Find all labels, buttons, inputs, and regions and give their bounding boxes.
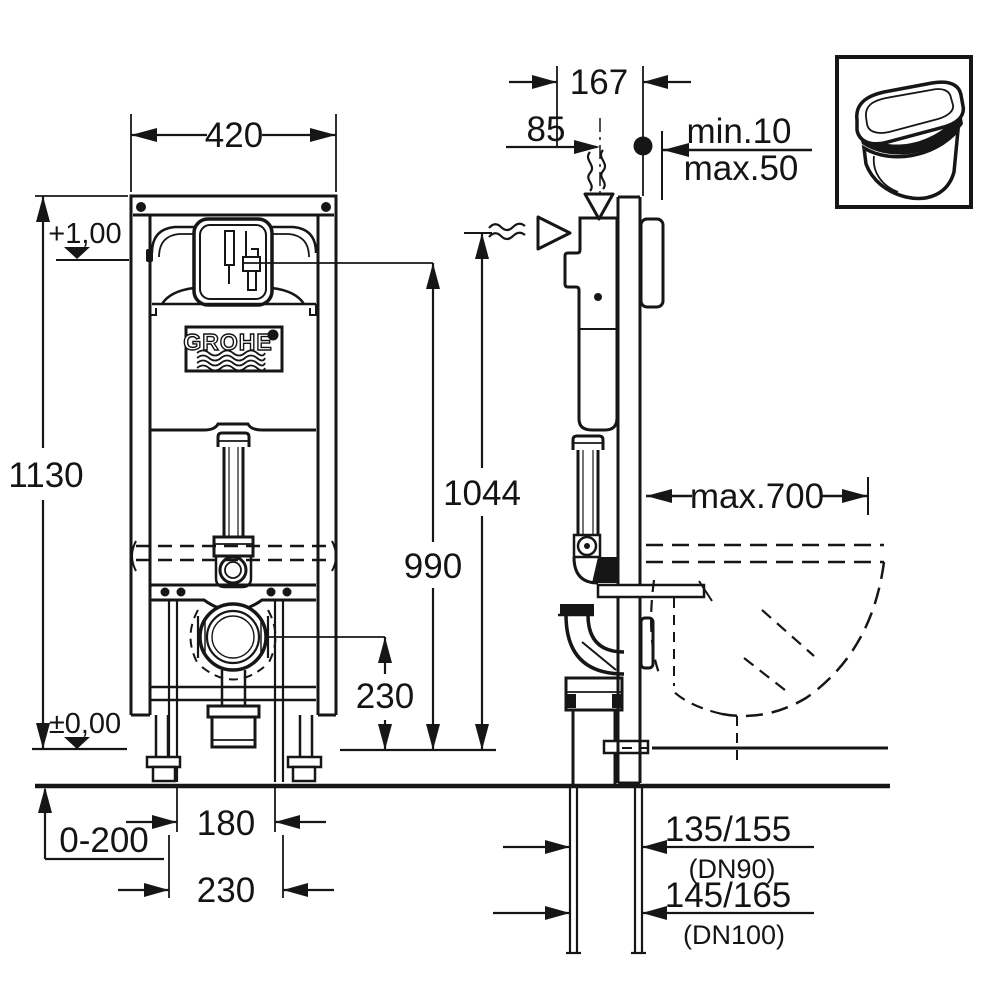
outlet-spacing-label: 230: [197, 871, 255, 910]
dim-support-depth: max.700: [646, 477, 869, 516]
side-view-rail: [596, 195, 713, 785]
front-view-feet: [145, 715, 323, 783]
steam-icon: [586, 151, 594, 192]
floor-buildup-label: 0-200: [59, 821, 149, 860]
wall-finish-min-label: min.10: [686, 112, 791, 151]
stud-bolt-icon: [176, 587, 186, 597]
front-view-flush-pipe: [131, 431, 337, 589]
inlet-height-label: 1044: [443, 474, 521, 513]
stud-bolt-icon: [282, 587, 292, 597]
dim-inlet-height: 1044: [443, 232, 521, 750]
wall-finish-max-label: max.50: [684, 149, 799, 188]
level-floor: ±0,00: [49, 708, 121, 749]
side-view-flush-pipe: [571, 434, 618, 585]
stud-bolt-icon: [160, 587, 170, 597]
front-view-drain: [150, 602, 385, 749]
dim-frame-height: 1130: [8, 195, 128, 749]
inlet-funnel-icon: [583, 192, 615, 221]
stud-spacing-label: 180: [197, 804, 255, 843]
dim-drain-dn90: 135/155 (DN90): [503, 810, 814, 884]
level-mark-icon: [64, 737, 90, 749]
logo-waves-icon: [196, 349, 266, 357]
level-upper-label: +1,00: [48, 218, 121, 250]
support-depth-label: max.700: [690, 477, 824, 516]
valve-height-label: 990: [404, 547, 462, 586]
front-view-cistern: [149, 217, 318, 432]
corner-screw-icon: [321, 202, 331, 212]
wall-reference-dot-icon: [633, 136, 653, 156]
inlet-offset-label: 85: [527, 110, 566, 149]
dim-outlet-center-height: 230: [356, 637, 414, 750]
flush-valve-mechanism: [245, 231, 259, 258]
outlet-center-height-label: 230: [356, 677, 414, 716]
dim-inlet-offset: 85: [506, 110, 600, 154]
dim-drain-dn100: 145/165 (DN100): [493, 876, 814, 950]
side-view-bowl-outline: [622, 543, 886, 762]
dim-stud-spacing: 180: [126, 786, 326, 843]
logo-dot-icon: [267, 329, 279, 341]
frame-depth-label: 167: [570, 63, 628, 102]
frame-height-label: 1130: [8, 456, 83, 495]
corner-screw-icon: [136, 202, 146, 212]
dim-floor-buildup: 0-200: [38, 787, 164, 861]
side-view-outlet-bend: [558, 604, 646, 955]
drain-dn90-label: 135/155: [665, 810, 792, 849]
dim-frame-width: 420: [130, 114, 337, 192]
stud-bolt-icon: [266, 587, 276, 597]
toilet-icon: [835, 55, 973, 209]
drain-dn100-label: 145/165: [665, 876, 792, 915]
level-upper: +1,00: [48, 218, 129, 261]
wall-bracket-top: [639, 217, 665, 309]
dim-outlet-spacing: 230: [118, 835, 334, 910]
water-inlet-symbols: [488, 118, 615, 251]
supply-wave-icon: [488, 222, 526, 232]
level-floor-label: ±0,00: [49, 708, 121, 740]
frame-width-label: 420: [205, 116, 263, 155]
supply-arrow-icon: [536, 215, 572, 251]
grohe-logo: GROHE: [183, 325, 284, 373]
dim-wall-finish: min.10 max.50: [661, 112, 812, 200]
level-mark-icon: [64, 247, 90, 259]
drain-dn100-note-label: (DN100): [683, 920, 785, 950]
drain-dn90-note-label: (DN90): [688, 854, 775, 884]
front-view-frame: [129, 194, 338, 717]
side-view-cistern: [563, 216, 619, 432]
dim-valve-height: 990: [242, 262, 462, 750]
mounting-stud: [596, 583, 706, 599]
dim-frame-depth: 167: [509, 63, 691, 196]
